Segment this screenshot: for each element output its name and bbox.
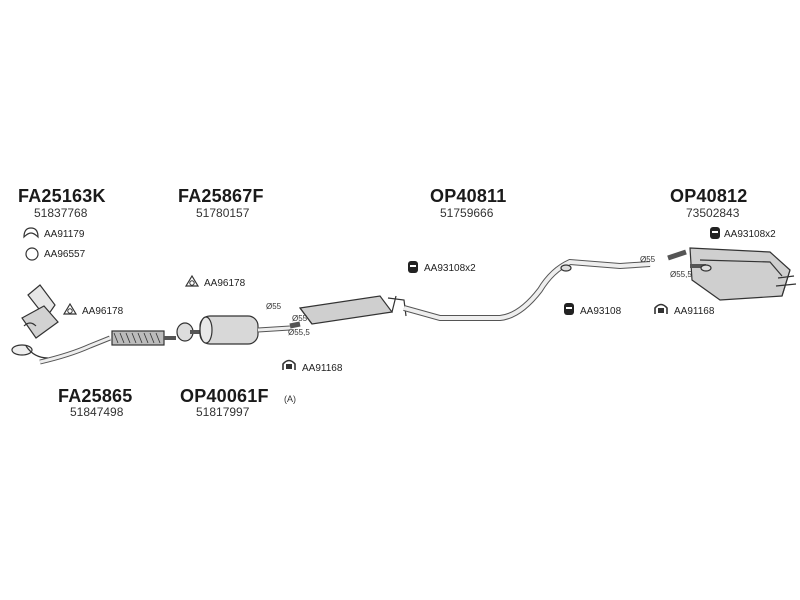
middle-silencer: [289, 295, 407, 329]
gasket-icon: [184, 274, 200, 287]
part-code-fa25163k: FA25163K: [18, 186, 106, 206]
accessory-ref-aa93108x2-rear: AA93108x2: [724, 229, 776, 240]
accessory-ref-aa91179: AA91179: [44, 229, 85, 240]
accessory-ref-aa91168-middle: AA91168: [302, 363, 343, 374]
part-number-op40812: 73502843: [686, 206, 740, 220]
rubber-mount-icon: [408, 261, 418, 273]
part-code-op40811: OP40811: [430, 186, 507, 206]
gasket-icon: [23, 227, 39, 239]
center-resonator: [176, 315, 291, 345]
gasket-icon: [62, 302, 78, 315]
part-number-op40811: 51759666: [440, 206, 494, 220]
clamp-icon: [282, 359, 296, 370]
accessory-ref-aa96178-front: AA96178: [82, 306, 124, 317]
diameter-label: Ø55: [292, 314, 308, 323]
seal-ring-icon: [25, 247, 39, 261]
accessory-ref-aa96178-middle: AA96178: [204, 278, 246, 289]
diameter-label: Ø55: [266, 302, 282, 311]
part-number-fa25163k: 51837768: [34, 206, 88, 220]
accessory-ref-aa91168-rear: AA91168: [674, 306, 715, 317]
accessory-ref-aa93108: AA93108: [580, 306, 622, 317]
part-code-fa25867f: FA25867F: [178, 186, 264, 206]
accessory-ref-aa93108x2-middle: AA93108x2: [424, 263, 476, 274]
front-pipe: [39, 330, 176, 365]
part-variant-label: (A): [284, 394, 296, 404]
diameter-label: Ø55: [640, 255, 656, 264]
catalytic-converter: [11, 284, 59, 359]
part-code-op40812: OP40812: [670, 186, 748, 206]
rubber-mount-icon: [710, 227, 720, 239]
clamp-icon: [654, 303, 668, 314]
diameter-label: Ø55,5: [288, 328, 310, 337]
part-number-fa25865: 51847498: [70, 405, 124, 419]
rear-silencer: [667, 247, 797, 301]
accessory-ref-aa96557: AA96557: [44, 249, 86, 260]
part-number-op40061f: 51817997: [196, 405, 250, 419]
rubber-mount-icon: [564, 303, 574, 315]
part-code-fa25865: FA25865: [58, 386, 133, 406]
part-number-fa25867f: 51780157: [196, 206, 250, 220]
diameter-label: Ø55,5: [670, 270, 692, 279]
main-pipe: [403, 258, 651, 321]
part-code-op40061f: OP40061F: [180, 386, 269, 406]
